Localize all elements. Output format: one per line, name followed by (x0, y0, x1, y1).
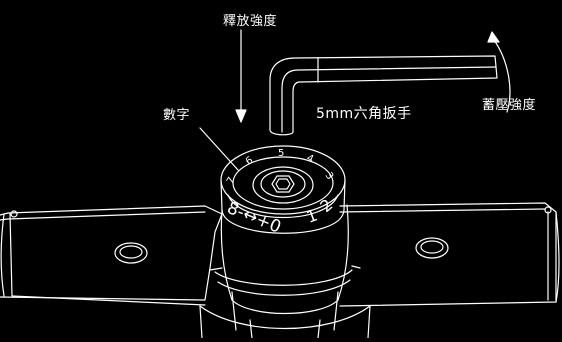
dial-num-2: 2 (316, 195, 336, 216)
dial-num-3: 3 (323, 170, 336, 182)
digits-leader (199, 127, 239, 171)
hex-socket (252, 166, 314, 204)
dial-cap (220, 145, 346, 234)
housing (199, 204, 371, 339)
label-digits: 數字 (163, 108, 191, 123)
right-slot (415, 237, 449, 259)
release-arrow (235, 29, 247, 123)
left-slot (114, 242, 148, 264)
left-plate (0, 205, 223, 306)
dial-num-4: 4 (305, 153, 315, 166)
label-preload-strength: 蓄壓強度 (482, 98, 537, 113)
hex-wrench (269, 55, 498, 136)
label-release-strength: 釋放強度 (223, 14, 278, 29)
label-hex-wrench: 5mm六角扳手 (316, 106, 412, 122)
dial-num-6: 6 (244, 155, 255, 168)
dial-num-5: 5 (278, 148, 284, 159)
dial-numbers: 7 6 5 4 3 8-↔+0 1 2 (224, 148, 336, 238)
dial-num-7: 7 (225, 175, 238, 186)
right-plate (339, 202, 560, 307)
preload-arrow (487, 31, 511, 113)
